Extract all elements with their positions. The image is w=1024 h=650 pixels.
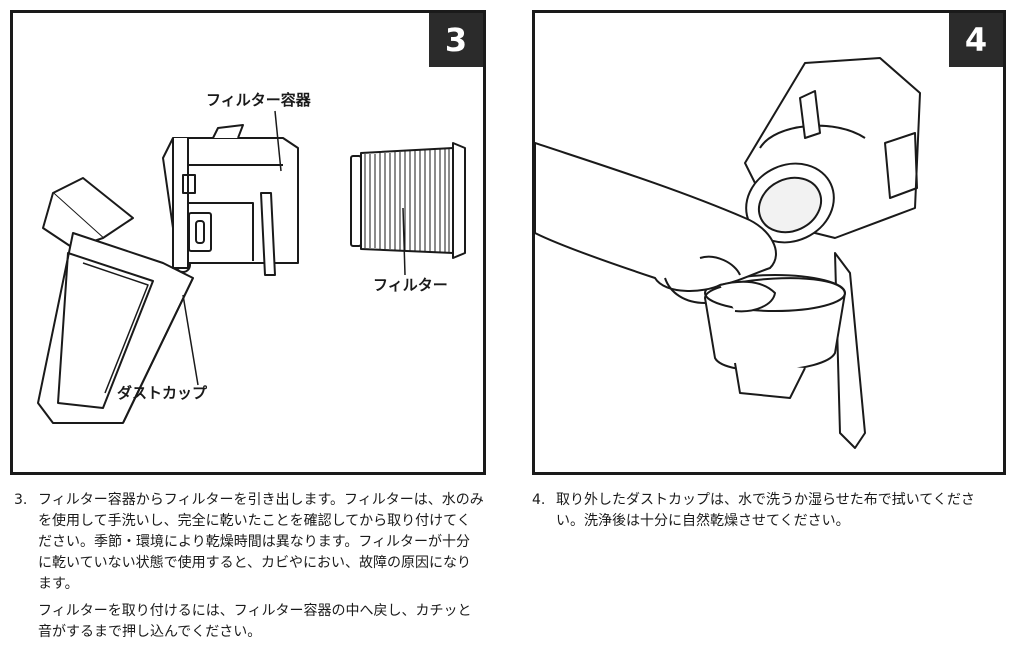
illustration-panel-4: 4 bbox=[532, 10, 1006, 475]
step-3-instructions: 3. フィルター容器からフィルターを引き出します。フィルターは、水のみを使用して… bbox=[14, 490, 484, 649]
step-badge: 3 bbox=[429, 13, 483, 67]
step-number: 4. bbox=[532, 492, 546, 508]
dust-cup-label: ダストカップ bbox=[117, 384, 208, 402]
step-paragraph: フィルター容器からフィルターを引き出します。フィルターは、水のみを使用して手洗い… bbox=[38, 492, 484, 592]
dust-cup-wiping-illustration bbox=[535, 57, 921, 449]
step-paragraph: フィルターを取り付けるには、フィルター容器の中へ戻し、カチッと音がするまで押し込… bbox=[38, 603, 472, 640]
step-number: 3. bbox=[14, 492, 28, 508]
filter-case-label: フィルター容器 bbox=[206, 91, 311, 109]
step-paragraph: 取り外したダストカップは、水で洗うか湿らせた布で拭いてください。洗浄後は十分に自… bbox=[556, 492, 975, 529]
step-4-instructions: 4. 取り外したダストカップは、水で洗うか湿らせた布で拭いてください。洗浄後は十… bbox=[532, 490, 1002, 538]
filter-removal-illustration bbox=[37, 110, 466, 424]
illustration-panel-3: 3 bbox=[10, 10, 486, 475]
step-badge: 4 bbox=[949, 13, 1003, 67]
filter-label: フィルター bbox=[373, 276, 448, 294]
